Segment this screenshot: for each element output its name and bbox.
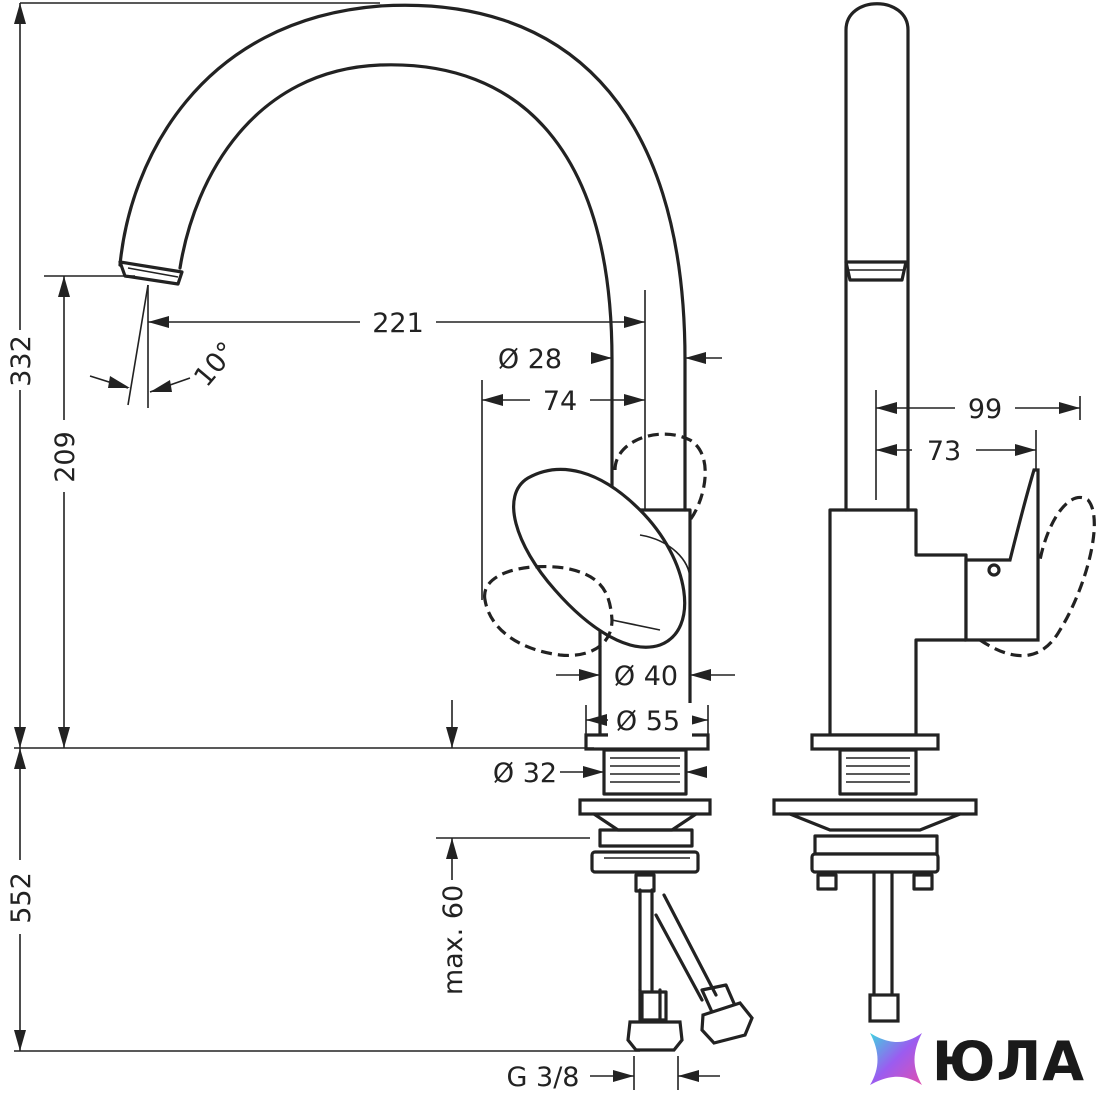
dim-body-diameter: Ø 40: [614, 661, 678, 692]
dimension-labels: 332 209 552 max. 60 221 10° Ø 28 74 Ø 40…: [6, 308, 1002, 1093]
brand-logo-icon: [870, 1033, 922, 1085]
base-flange: [584, 733, 710, 751]
dim-hose-length: 552: [6, 872, 37, 924]
dim-total-height: 332: [6, 335, 37, 387]
side-spout: [844, 2, 910, 512]
dim-spout-height: 209: [50, 431, 81, 483]
dim-shank-diameter: Ø 32: [493, 758, 557, 789]
dim-connection: G 3/8: [507, 1062, 580, 1093]
side-lever-alt: [979, 496, 1096, 658]
dim-max-thickness: max. 60: [438, 885, 469, 995]
threaded-shank: [602, 748, 688, 796]
dim-spout-diameter: Ø 28: [498, 344, 562, 375]
lever-up-position: [613, 432, 707, 521]
lever-left-position: [483, 564, 614, 658]
dimension-lines: [6, 2, 1081, 1090]
spout-outer: [118, 3, 687, 512]
brand-name: ЮЛА: [932, 1030, 1085, 1093]
dim-side-reach-lever: 73: [927, 436, 961, 467]
front-view: [118, 3, 754, 1052]
spout-inner: [178, 63, 614, 512]
fixing-nut: [590, 850, 700, 874]
lever: [512, 467, 687, 649]
hose-left: [638, 988, 662, 1022]
dim-lever-offset: 74: [543, 386, 577, 417]
side-aerator: [844, 260, 908, 282]
side-view: [772, 2, 1096, 1023]
mounting-plate: [578, 798, 712, 816]
brand-logo: ЮЛА: [870, 1030, 1085, 1093]
side-body: [828, 508, 968, 737]
hose-right: [654, 893, 718, 1002]
dim-base-diameter: Ø 55: [616, 706, 680, 737]
dim-spout-angle: 10°: [188, 336, 243, 393]
dim-projection: 221: [372, 308, 424, 339]
side-lever: [964, 468, 1040, 642]
dim-side-reach-total: 99: [968, 394, 1002, 425]
aerator: [118, 260, 184, 286]
